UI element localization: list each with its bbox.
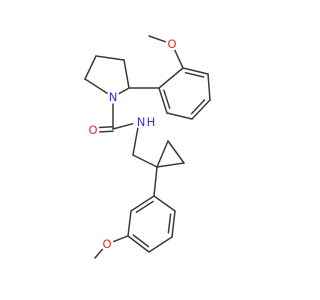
bonds-layer	[84, 35, 211, 259]
bond-c-c-double-inner	[167, 213, 172, 234]
atom-symbol: H	[147, 115, 156, 129]
bond-c-c	[166, 112, 193, 120]
atom-h-label: H	[146, 115, 156, 129]
bond-c-c	[132, 154, 158, 168]
bond-n-c	[117, 87, 130, 95]
bond-o-c	[173, 49, 184, 69]
bond-c-o-double-second	[98, 130, 114, 133]
bond-c-c	[95, 55, 125, 61]
bond-c-n	[112, 122, 134, 130]
atom-label-background	[134, 115, 148, 129]
bond-c-c	[207, 73, 211, 101]
bond-c-c	[130, 195, 155, 212]
bond-c-c	[167, 140, 185, 164]
atom-o-label: O	[100, 237, 114, 251]
bond-c-c	[148, 236, 173, 253]
bond-c-c	[191, 99, 211, 120]
atom-label-background	[86, 123, 100, 137]
atom-symbol: O	[88, 123, 97, 137]
bond-c-c-double-inner	[132, 234, 150, 248]
bond-c-c	[153, 166, 158, 197]
bond-c-c-double-inner	[190, 99, 206, 115]
atom-symbol: O	[167, 37, 176, 51]
atom-label-background	[100, 237, 114, 251]
bond-c-c	[158, 87, 168, 114]
bond-c-c	[156, 162, 185, 168]
atom-symbol: N	[137, 115, 146, 129]
bond-c-c	[153, 195, 176, 212]
bond-o-c	[94, 248, 104, 259]
bond-c-o	[112, 235, 129, 243]
atom-label-background	[146, 117, 156, 127]
bond-c-c-double-inner	[163, 89, 171, 110]
bond-c-c	[84, 55, 97, 80]
bond-o-c	[148, 35, 167, 43]
bond-c-c	[127, 210, 132, 237]
bond-c-c	[158, 67, 184, 89]
bond-c-c	[182, 67, 209, 75]
atom-symbol: O	[102, 237, 111, 251]
bond-c-c-double-inner	[184, 71, 205, 78]
atom-label-background	[106, 90, 120, 104]
atom-n-label: N	[134, 115, 148, 129]
bond-c-c-double-inner	[135, 200, 154, 214]
bond-c-n	[84, 78, 109, 95]
atom-symbol: N	[109, 90, 118, 104]
bond-c-c	[171, 210, 176, 238]
bond-c-c	[156, 140, 169, 168]
atom-n-label: N	[106, 90, 120, 104]
bond-n-c	[132, 127, 139, 156]
atom-o-label: O	[86, 123, 100, 137]
atom-label-background	[165, 37, 179, 51]
bond-c-c	[123, 59, 130, 89]
bond-c-c	[127, 235, 150, 253]
bond-c-o	[98, 126, 114, 129]
atom-o-label: O	[165, 37, 179, 51]
